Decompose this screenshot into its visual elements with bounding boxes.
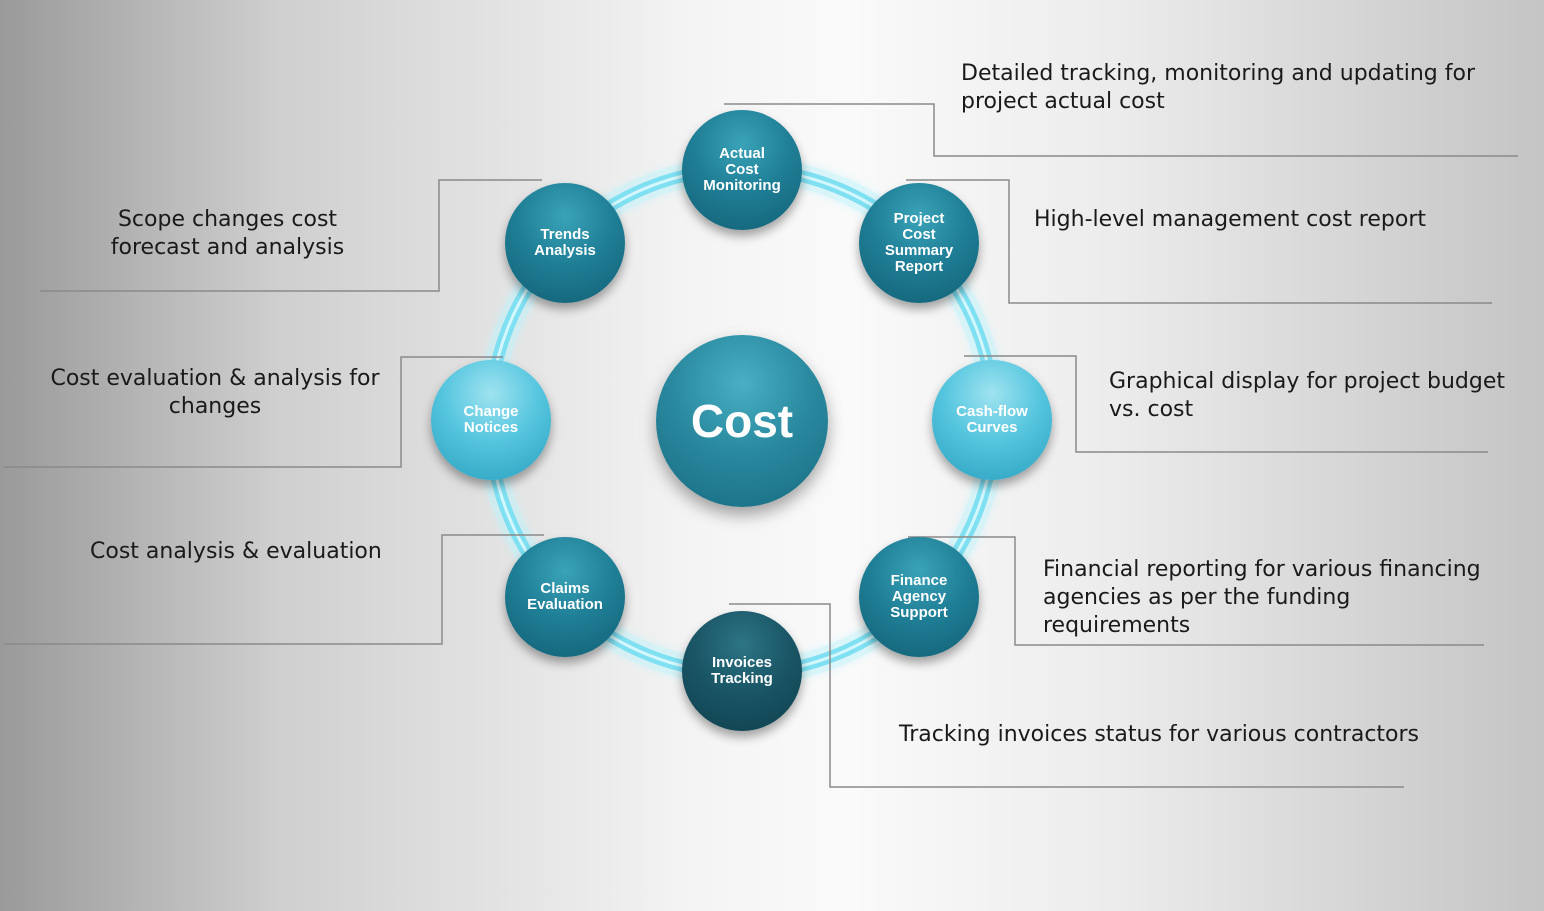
node-label: Invoices Tracking — [711, 654, 773, 687]
description-cash-flow-curves: Graphical display for project budget vs.… — [1109, 369, 1505, 422]
connector-finance-agency-support — [908, 536, 1484, 646]
description-project-cost-summary-report: High-level management cost report — [1034, 207, 1427, 232]
connector-project-cost-summary-report — [906, 179, 1492, 304]
node-label: Project Cost Summary Report — [884, 210, 954, 275]
connector-change-notices — [4, 356, 503, 468]
description-actual-cost-monitoring: Detailed tracking, monitoring and updati… — [961, 61, 1476, 114]
node-finance-agency-support: Finance Agency Support — [859, 537, 979, 657]
connector-invoices-tracking — [729, 603, 1404, 788]
node-invoices-tracking: Invoices Tracking — [682, 611, 802, 731]
node-label: Claims Evaluation — [527, 580, 603, 613]
node-cash-flow-curves: Cash-flow Curves — [932, 360, 1052, 480]
node-label: Actual Cost Monitoring — [703, 145, 781, 194]
node-actual-cost-monitoring: Actual Cost Monitoring — [682, 110, 802, 230]
connector-claims-evaluation — [4, 534, 544, 645]
node-label: Change Notices — [463, 403, 519, 436]
center-node-cost: Cost — [656, 335, 828, 507]
node-claims-evaluation: Claims Evaluation — [505, 537, 625, 657]
description-claims-evaluation: Cost analysis & evaluation — [90, 539, 382, 564]
node-label: Cash-flow Curves — [956, 403, 1028, 436]
connector-cash-flow-curves — [964, 355, 1488, 453]
description-finance-agency-support: Financial reporting for various financin… — [1043, 557, 1481, 638]
node-label: Trends Analysis — [534, 226, 596, 259]
node-label: Finance Agency Support — [890, 572, 948, 621]
node-project-cost-summary-report: Project Cost Summary Report — [859, 183, 979, 303]
connector-actual-cost-monitoring — [724, 103, 1518, 157]
description-trends-analysis: Scope changes cost forecast and analysis — [110, 207, 345, 260]
node-trends-analysis: Trends Analysis — [505, 183, 625, 303]
connector-trends-analysis — [40, 179, 542, 292]
description-invoices-tracking: Tracking invoices status for various con… — [899, 722, 1420, 747]
center-label: Cost — [690, 395, 794, 447]
node-change-notices: Change Notices — [431, 360, 551, 480]
description-change-notices: Cost evaluation & analysis for changes — [50, 366, 380, 419]
